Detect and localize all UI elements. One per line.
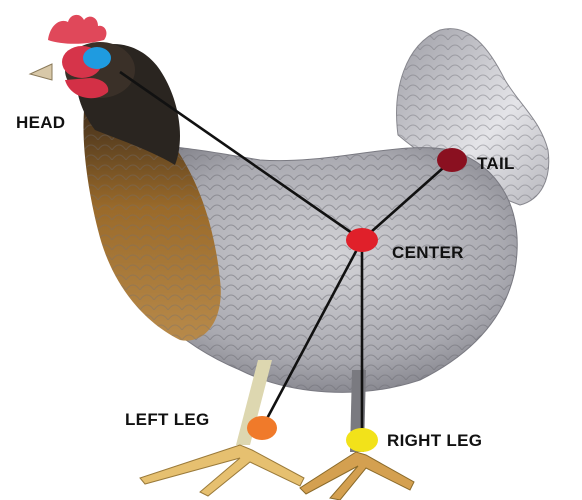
chicken-wattle [65, 78, 108, 98]
label-right-leg: RIGHT LEG [387, 431, 482, 451]
keypoint-right-leg [346, 428, 378, 452]
left-foot [140, 445, 304, 496]
label-center: CENTER [392, 243, 464, 263]
label-tail: TAIL [477, 154, 515, 174]
keypoint-tail [437, 148, 467, 172]
keypoint-head [83, 47, 111, 69]
chicken-beak [30, 64, 52, 80]
keypoint-left-leg [247, 416, 277, 440]
label-left-leg: LEFT LEG [125, 410, 210, 430]
label-head: HEAD [16, 113, 65, 133]
keypoint-center [346, 228, 378, 252]
right-foot [300, 452, 414, 500]
chicken-comb [48, 15, 106, 44]
